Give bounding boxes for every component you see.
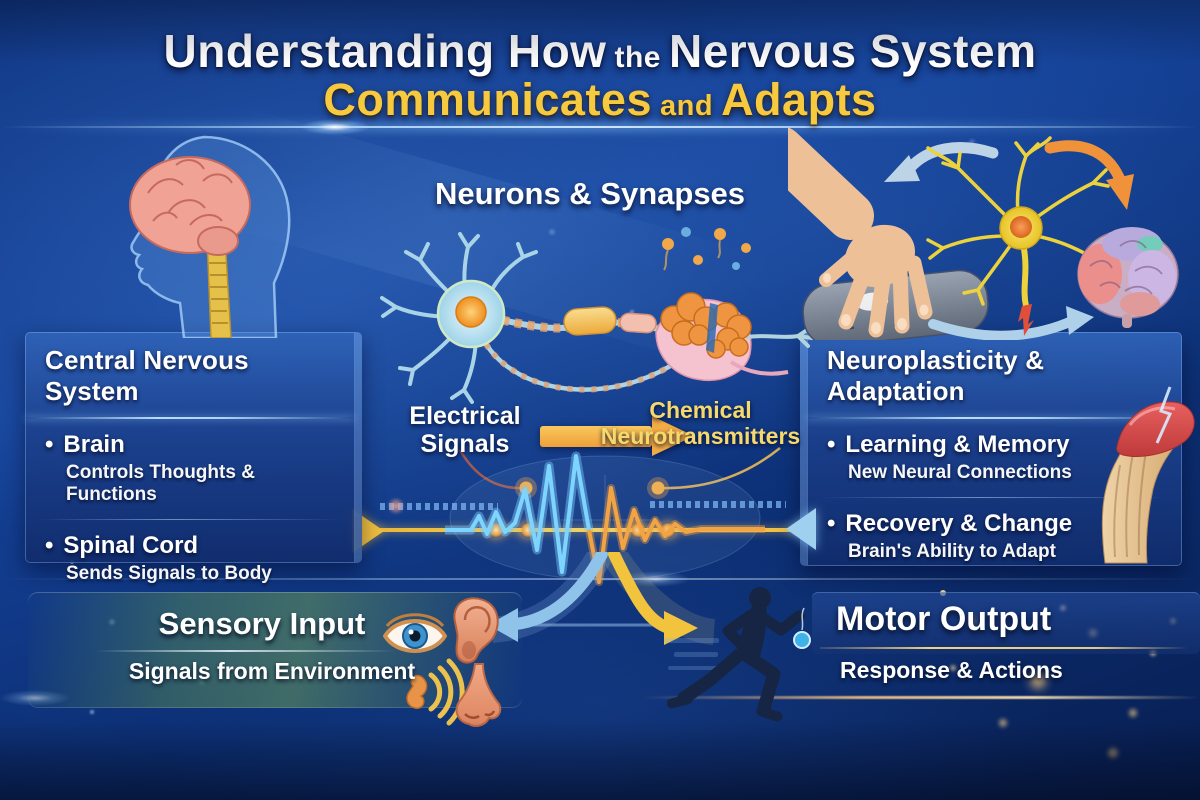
cns-panel: Central Nervous System • Brain Controls …: [25, 332, 362, 584]
bullet: •: [827, 431, 836, 458]
subtitle-part-small: and: [660, 90, 714, 122]
subtitle-part: Adapts: [721, 74, 877, 125]
electrical-signals-label: Electrical Signals: [409, 402, 521, 458]
neuroplasticity-illustration: [788, 128, 1200, 340]
nose-icon: [455, 663, 502, 727]
sensory-underline: [95, 650, 395, 652]
item-desc-text: Controls Thoughts & Functions: [66, 462, 255, 505]
neuron-and-synapse-illustration: [368, 222, 813, 417]
cns-item-spinal-cord: • Spinal Cord Sends Signals to Body: [25, 520, 355, 589]
chemical-neurotransmitters-label: Chemical Neurotransmitters: [600, 397, 801, 449]
item-title-text: Recovery & Change: [845, 510, 1073, 537]
item-title-text: Spinal Cord: [63, 532, 199, 559]
muscle-joint-icon: [1075, 385, 1200, 565]
neurons-synapses-heading: Neurons & Synapses: [434, 176, 746, 211]
head-profile-with-brain-and-spinal-cord-icon: [78, 133, 333, 338]
blue-arrowhead-icon: [786, 508, 816, 550]
subtitle-part: Communicates: [323, 74, 652, 125]
cns-panel-heading: Central Nervous System: [45, 345, 249, 406]
bullet: •: [45, 431, 54, 458]
runner-icon: [662, 578, 837, 740]
motor-underline: [820, 647, 1188, 649]
adapted-brain-icon: [1077, 227, 1179, 328]
item-desc-text: Sends Signals to Body: [66, 563, 272, 584]
item-title-text: Brain: [63, 431, 125, 458]
neurotransmitter-dots: [662, 227, 751, 270]
curved-arrow-to-hand-icon: [884, 142, 999, 182]
bullet: •: [827, 510, 836, 537]
signal-glow: [386, 498, 406, 514]
item-title-text: Learning & Memory: [845, 431, 1070, 458]
sensory-input-heading: Sensory Input: [158, 606, 366, 641]
motor-output-desc: Response & Actions: [840, 657, 1063, 683]
cns-item-brain: • Brain Controls Thoughts & Functions: [25, 419, 355, 510]
sensory-input-desc: Signals from Environment: [128, 658, 416, 684]
ear-icon: [453, 597, 499, 664]
title-part: Understanding How: [163, 25, 607, 77]
title-part-small: the: [614, 41, 661, 74]
bullet: •: [45, 532, 54, 559]
motion-streaks: [664, 638, 719, 670]
title-part: Nervous System: [668, 25, 1037, 77]
motor-output-heading: Motor Output: [836, 600, 1052, 638]
